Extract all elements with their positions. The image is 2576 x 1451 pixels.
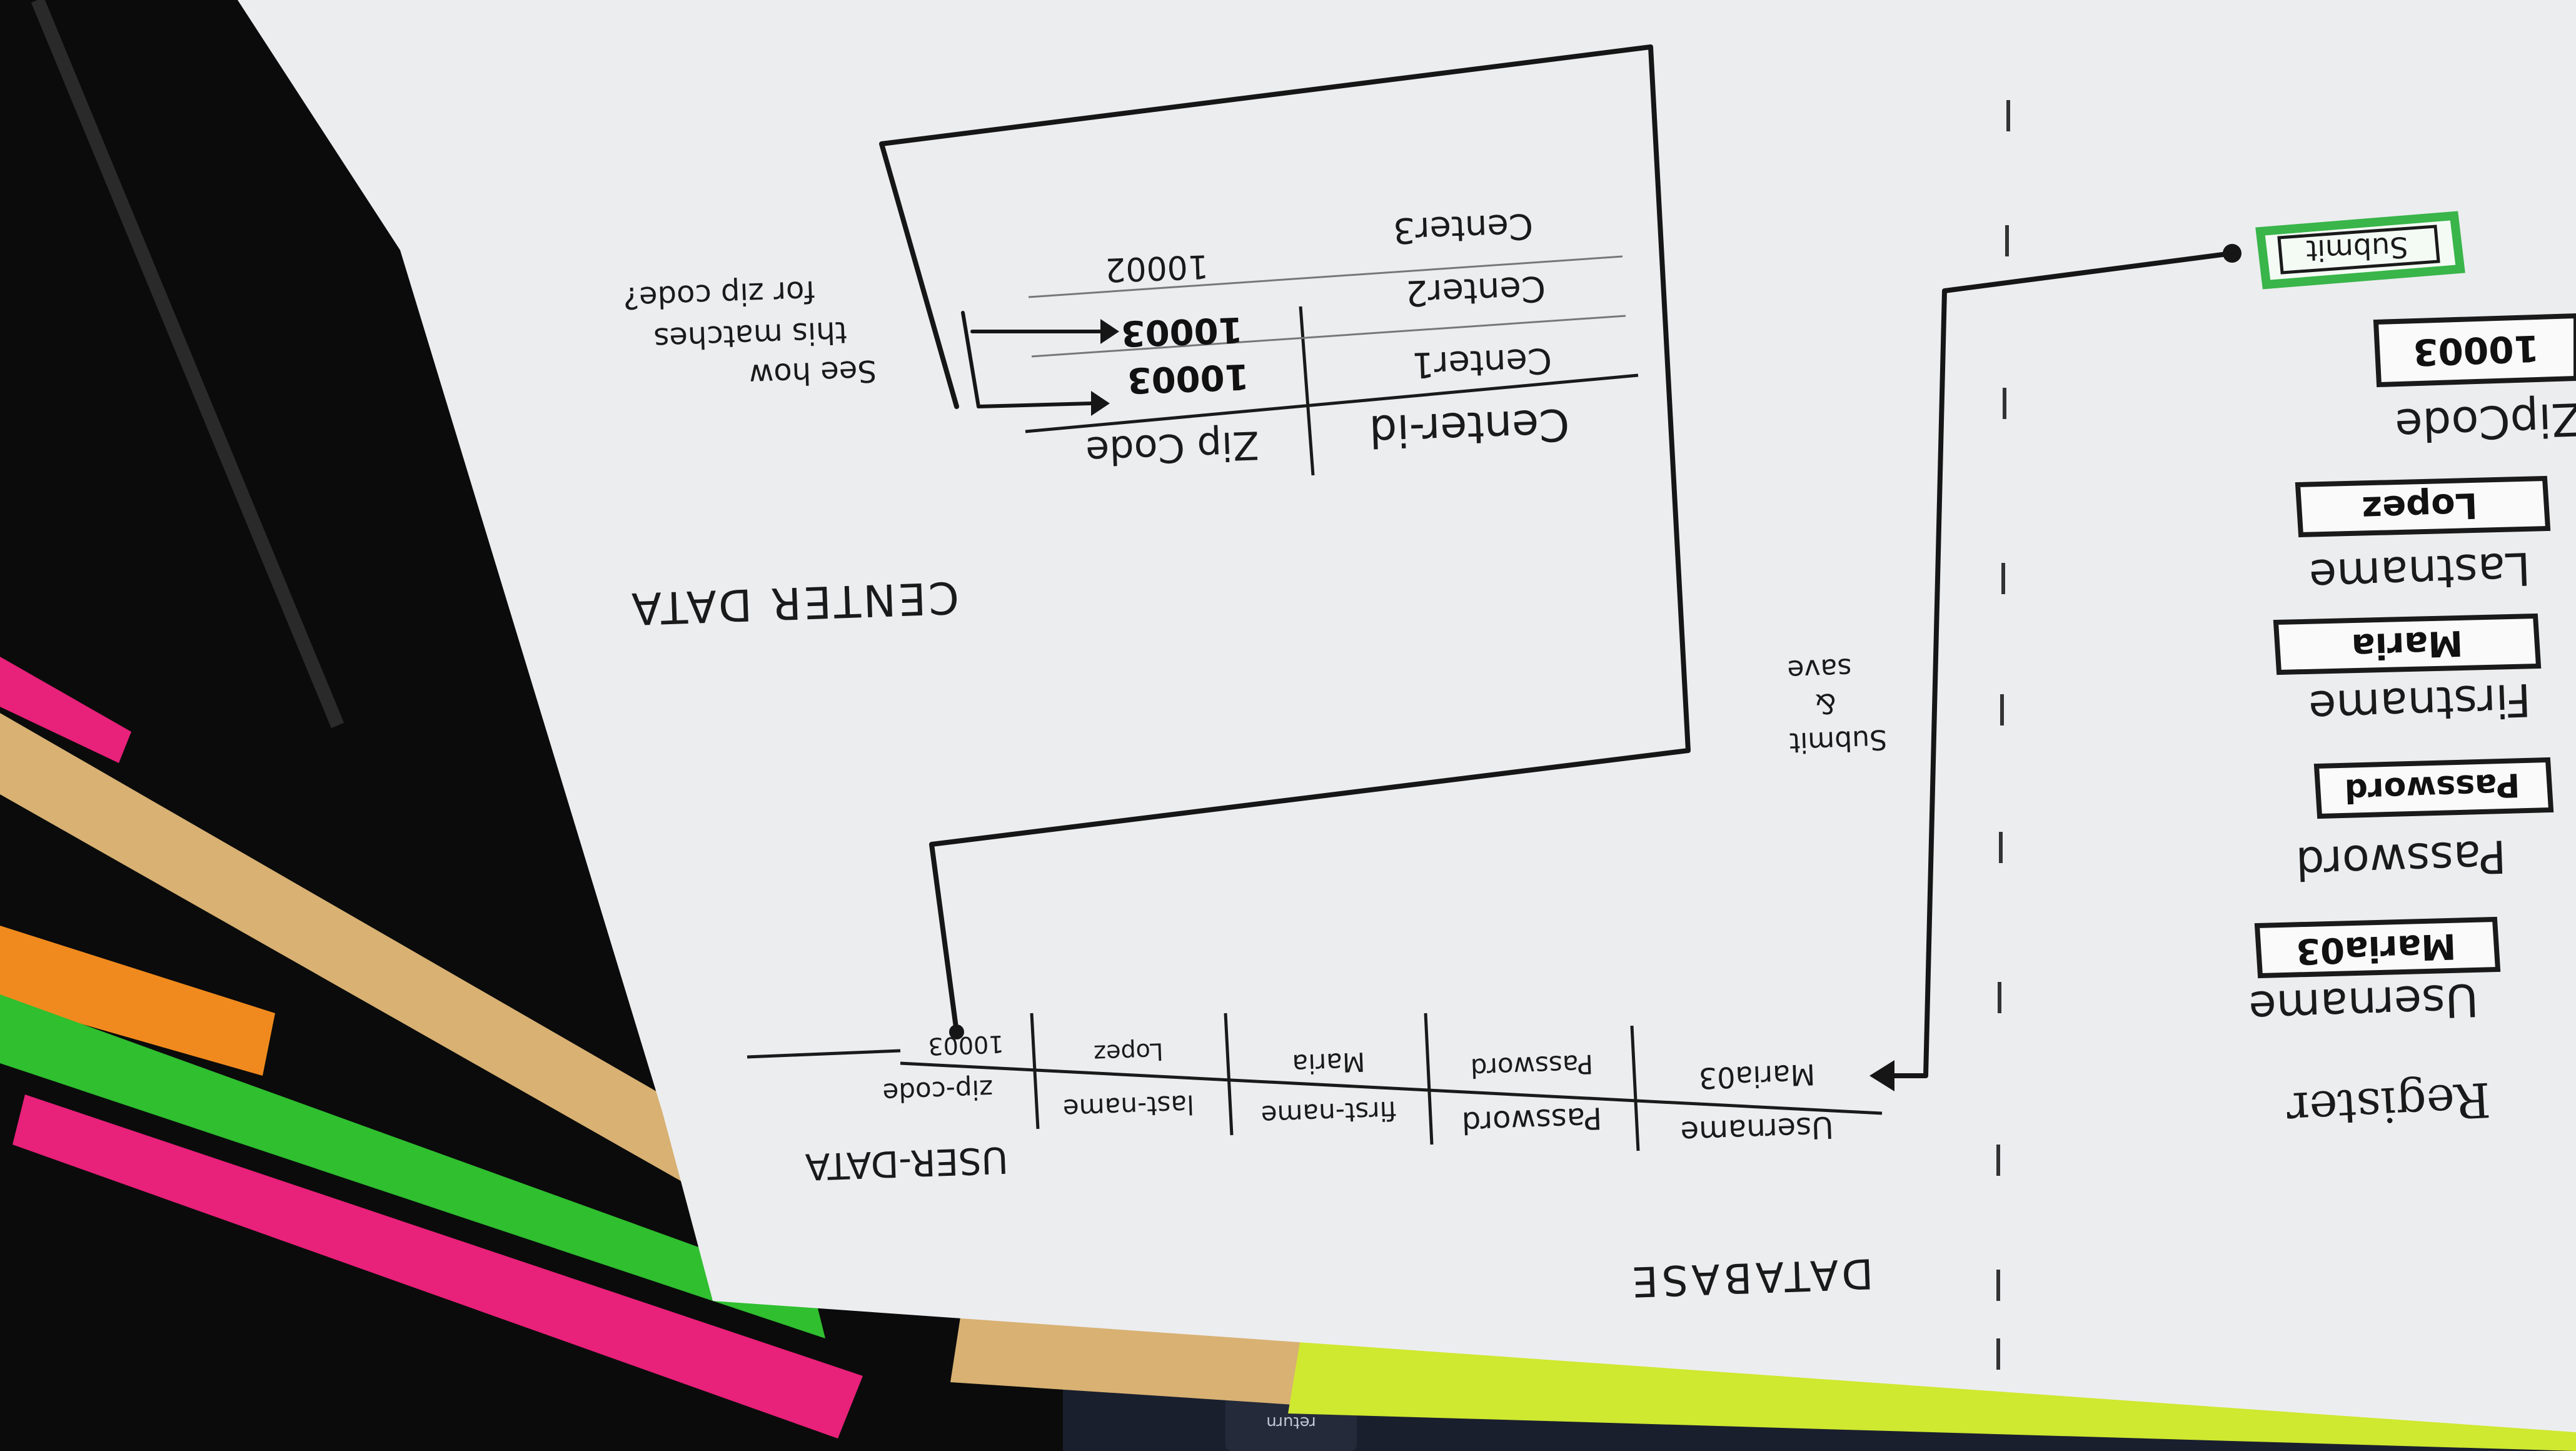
return-key-label: return bbox=[1266, 1413, 1316, 1432]
submit-label: Submit bbox=[2305, 230, 2408, 268]
divider-line bbox=[1996, 100, 2010, 1370]
register-heading: Register bbox=[2285, 1072, 2492, 1138]
center-row-1-id: Center1 bbox=[1411, 340, 1552, 385]
user-data-title: USER-DATA bbox=[804, 1138, 1009, 1188]
password-value: Password bbox=[2344, 766, 2520, 809]
pen bbox=[31, 0, 345, 729]
user-col-username: Username bbox=[1680, 1110, 1834, 1150]
user-data-table: USER-DATA Username Password first-name l… bbox=[747, 1013, 1883, 1188]
lastname-field[interactable]: Lopez bbox=[2295, 475, 2551, 538]
password-label: Password bbox=[2295, 830, 2507, 890]
center-row-3-id: Center3 bbox=[1392, 205, 1534, 251]
note-line-1: See how bbox=[748, 353, 877, 392]
password-field[interactable]: Password bbox=[2313, 757, 2554, 819]
user-cell-username: Maria03 bbox=[1698, 1058, 1816, 1095]
zip-match-note: See how this matches for zip code? bbox=[623, 274, 877, 393]
user-cell-last-name: Lopez bbox=[1094, 1038, 1164, 1068]
center-row-1-zip: 10003 bbox=[1127, 356, 1250, 401]
submit-save-line-2: & bbox=[1814, 687, 1837, 719]
zipcode-label: ZipCode bbox=[2394, 393, 2576, 452]
username-value: Maria03 bbox=[2295, 926, 2457, 972]
zipcode-value: 10003 bbox=[2412, 326, 2540, 373]
username-label: Username bbox=[2248, 974, 2479, 1034]
user-col-zip-code: zip-code bbox=[882, 1074, 994, 1108]
center-row-2-zip: 10003 bbox=[1120, 309, 1244, 354]
database-section: DATABASE USER-DATA Username Password fir… bbox=[623, 205, 1888, 1306]
submit-save-line-1: Submit bbox=[1789, 723, 1888, 758]
center-data-title: CENTER DATA bbox=[628, 572, 960, 634]
submit-save-line-3: save bbox=[1787, 652, 1853, 686]
note-line-2: this matches bbox=[653, 315, 848, 356]
database-title: DATABASE bbox=[1628, 1249, 1874, 1306]
register-form: Register Username Maria03 Password Passw… bbox=[2248, 211, 2576, 1138]
paper-sheet bbox=[238, 0, 2576, 1432]
submit-flow-arrow bbox=[1869, 244, 2241, 1091]
center-row-3-zip: 10002 bbox=[1104, 247, 1209, 288]
save-flow-line bbox=[879, 44, 1691, 1039]
center-row-2-id: Center2 bbox=[1405, 268, 1546, 313]
user-col-password: Password bbox=[1461, 1100, 1602, 1140]
submit-save-annotation: Submit & save bbox=[1787, 652, 1888, 758]
highlighters bbox=[0, 657, 2576, 1451]
firstname-label: Firstname bbox=[2308, 674, 2532, 734]
firstname-value: Maria bbox=[2351, 622, 2463, 667]
user-col-last-name: last-name bbox=[1062, 1089, 1195, 1124]
user-cell-password: Password bbox=[1470, 1049, 1594, 1084]
match-arrows bbox=[961, 311, 1119, 416]
zipcode-field[interactable]: 10003 bbox=[2373, 313, 2576, 388]
user-col-first-name: first-name bbox=[1260, 1095, 1397, 1131]
lastname-value: Lopez bbox=[2362, 485, 2478, 529]
center-col-zip: Zip Code bbox=[1085, 422, 1260, 474]
user-cell-first-name: Maria bbox=[1292, 1046, 1366, 1079]
center-col-id: Center-id bbox=[1369, 398, 1571, 457]
submit-button[interactable]: Submit bbox=[2255, 211, 2465, 290]
lastname-label: Lastname bbox=[2308, 542, 2532, 602]
center-data-table: Center-id Zip Code Center1 10003 Center2… bbox=[1025, 205, 1639, 476]
note-line-3: for zip code? bbox=[623, 274, 816, 316]
firstname-field[interactable]: Maria bbox=[2273, 613, 2542, 675]
user-cell-zip-code: 10003 bbox=[928, 1030, 1004, 1060]
username-field[interactable]: Maria03 bbox=[2254, 916, 2501, 979]
